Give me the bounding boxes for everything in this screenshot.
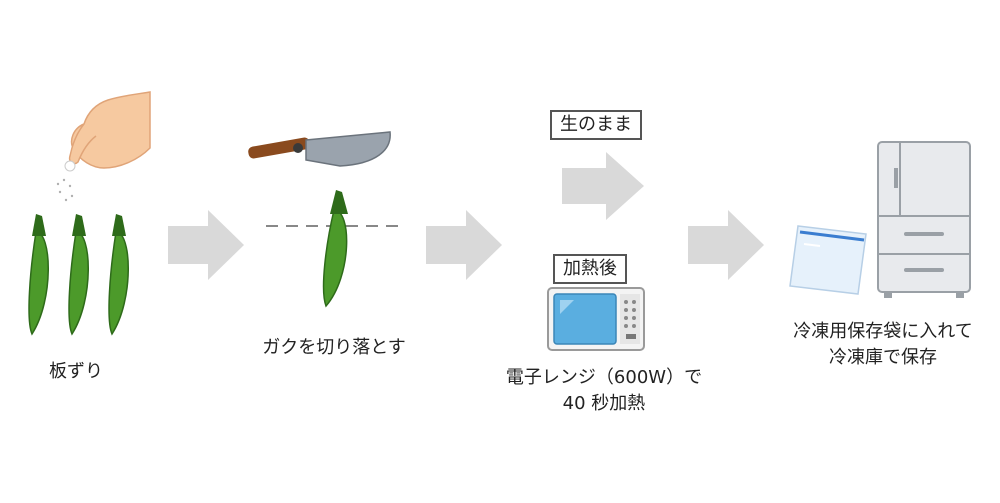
knife-illustration	[248, 131, 391, 167]
arrow-1	[168, 210, 244, 280]
microwave-line1: 電子レンジ（600W）で	[505, 367, 703, 388]
store-line1: 冷凍用保存袋に入れて	[793, 321, 973, 342]
okra-group-rubbed	[28, 214, 129, 336]
arrow-2	[426, 210, 502, 280]
step-cut-label: ガクを切り落とす	[262, 337, 406, 358]
fridge-illustration	[877, 141, 971, 298]
store-line2: 冷凍庫で保存	[829, 347, 937, 368]
arrow-3	[688, 210, 764, 280]
freezer-bag-illustration	[789, 225, 867, 295]
raw-tag: 生のまま	[550, 110, 642, 140]
heated-tag: 加熱後	[553, 254, 627, 284]
microwave-illustration	[547, 287, 645, 351]
arrow-raw	[562, 152, 644, 220]
microwave-line2: 40 秒加熱	[562, 393, 646, 414]
step-rub-label: 板ずり	[49, 361, 103, 382]
okra-to-cut	[322, 190, 348, 308]
hand-salt-illustration	[56, 91, 151, 202]
